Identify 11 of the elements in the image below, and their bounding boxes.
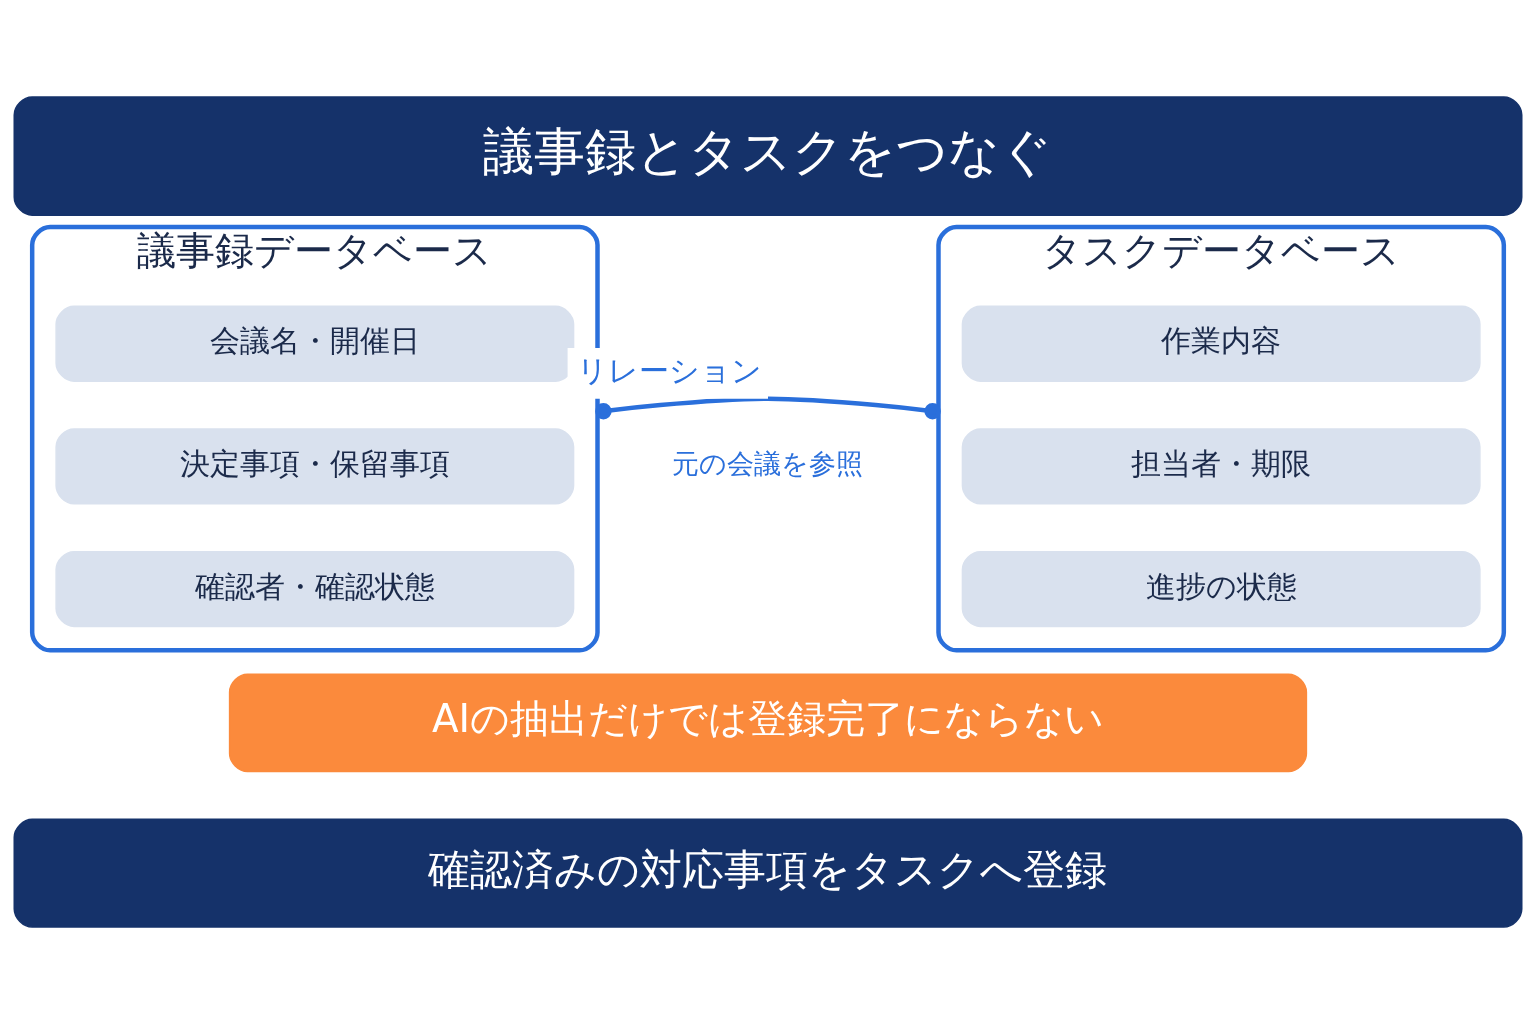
node-box: 担当者・期限	[961, 428, 1481, 505]
node-box: 決定事項・保留事項	[55, 428, 575, 505]
node-box: 作業内容	[961, 305, 1481, 382]
node-box: 確認済みの対応事項をタスクへ登録	[13, 818, 1523, 928]
label: 元の会議を参照	[672, 447, 864, 479]
connector	[595, 396, 941, 420]
node-box: 進捗の状態	[961, 550, 1481, 628]
node-box: 会議名・開催日	[55, 305, 575, 382]
node-box: AIの抽出だけでは登録完了にならない	[228, 673, 1308, 773]
node-box: 確認者・確認状態	[55, 550, 575, 628]
node-box: 議事録とタスクをつなぐ	[13, 96, 1523, 216]
